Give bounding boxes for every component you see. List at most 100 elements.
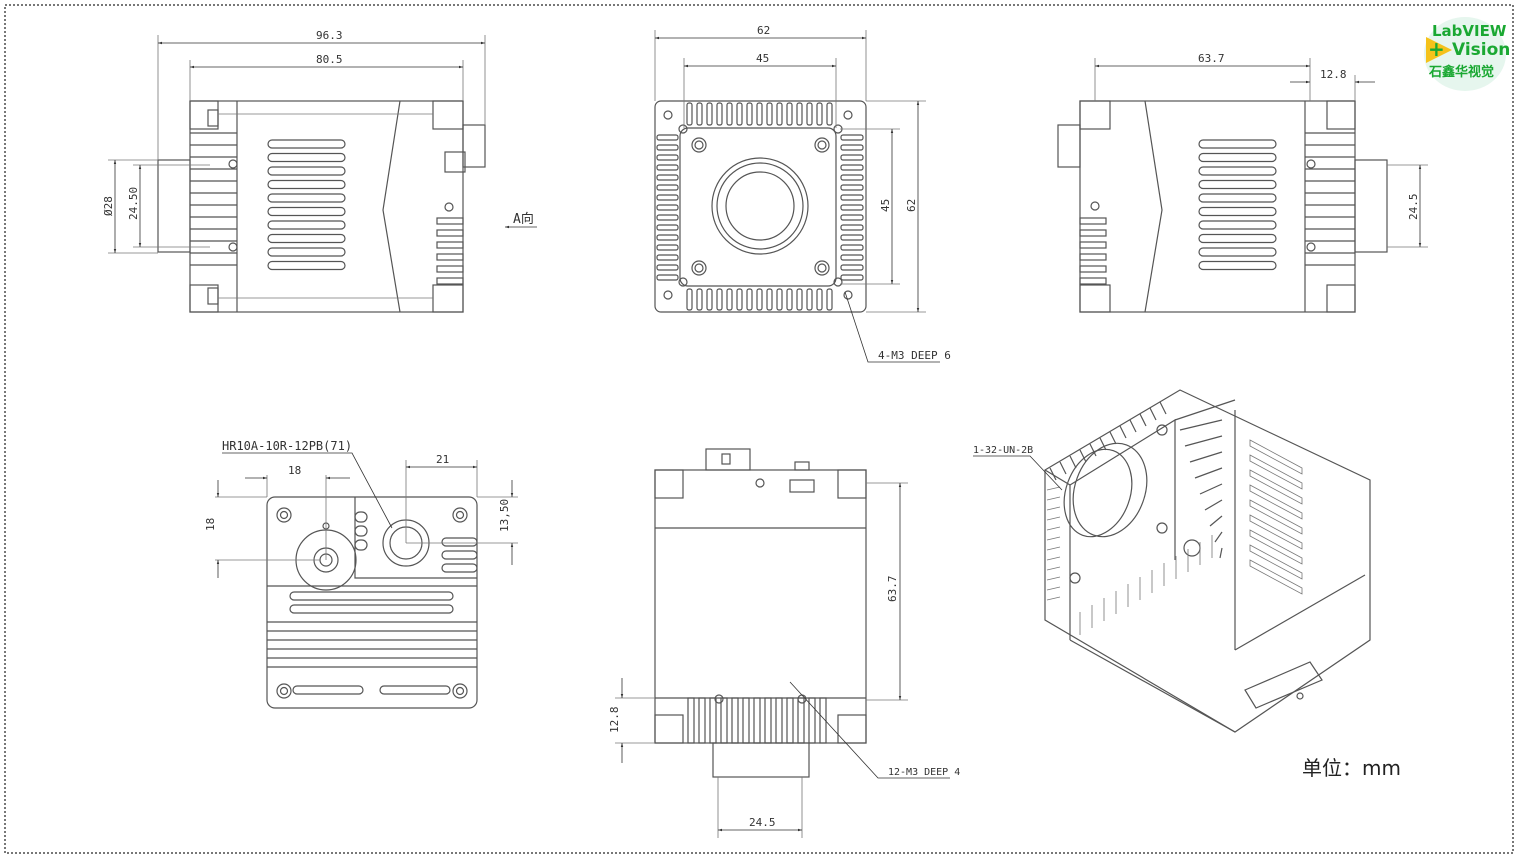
heatsink-fin — [1049, 467, 1057, 481]
heatsink-fin — [808, 697, 816, 744]
dim-21: 21 — [436, 453, 449, 466]
dim-18-v: 18 — [204, 518, 217, 531]
heatsink-fin — [436, 253, 464, 261]
vent-slot — [267, 260, 346, 271]
connector-label: HR10A-10R-12PB(71) — [222, 439, 352, 453]
heatsink-fin — [1199, 483, 1223, 495]
heatsink-fin — [1046, 566, 1061, 571]
mount-hole — [663, 290, 673, 300]
dim-18-h: 18 — [288, 464, 301, 477]
heatsink-fin — [840, 144, 864, 151]
vent-slot — [441, 537, 478, 547]
mount-hole — [279, 510, 289, 520]
heatsink-fin — [840, 264, 864, 271]
heatsink-fin — [716, 102, 723, 126]
heatsink-fin — [436, 241, 464, 249]
logo-plus-icon: + — [1428, 37, 1445, 61]
heatsink-fin — [766, 102, 773, 126]
heatsink-fin — [1079, 449, 1087, 463]
heatsink-fin — [746, 102, 753, 126]
heatsink-fin — [840, 174, 864, 181]
heatsink-fin — [840, 214, 864, 221]
vent-slot — [289, 591, 454, 601]
vent-slot — [267, 139, 346, 149]
dim-62-height: 62 — [905, 199, 918, 212]
heatsink-fin — [656, 174, 679, 181]
heatsink-fin — [826, 102, 833, 126]
dim-24-5-top: 24.5 — [749, 816, 776, 829]
vent-slot — [267, 247, 346, 257]
heatsink-fin — [786, 288, 793, 311]
callout-12-m3: 12-M3 DEEP 4 — [888, 767, 960, 778]
heatsink-fin — [806, 102, 813, 126]
heatsink-fin — [840, 254, 864, 261]
vent-slot — [1198, 193, 1277, 203]
dim-62-width: 62 — [757, 24, 770, 37]
heatsink-fin — [656, 204, 679, 211]
heatsink-fin — [840, 274, 864, 281]
vent-slot — [267, 206, 346, 217]
heatsink-fin — [1046, 516, 1061, 521]
logo-line2: Vision — [1452, 40, 1511, 60]
top-view: 63.7 12.8 24.5 12-M3 DEEP 4 — [608, 448, 960, 838]
dim-80-5: 80.5 — [316, 53, 343, 66]
heatsink-fin — [1046, 576, 1061, 581]
heatsink-fin — [816, 102, 823, 126]
heatsink-fin — [1184, 435, 1223, 447]
heatsink-fin — [716, 288, 723, 311]
side-view-right: 63.7 12.8 24.5 — [1057, 52, 1428, 313]
heatsink-fin — [840, 224, 864, 231]
direction-a-label: A向 — [513, 211, 534, 227]
vent-slot — [354, 539, 368, 551]
heatsink-fin — [436, 229, 464, 237]
heatsink-fin — [656, 144, 679, 151]
heatsink-fin — [1219, 547, 1223, 559]
mount-hole — [833, 277, 843, 287]
heatsink-fin — [1046, 486, 1061, 491]
heatsink-fin — [1046, 556, 1061, 561]
heatsink-fin — [1099, 437, 1107, 451]
heatsink-fin — [1209, 515, 1223, 527]
mount-hole — [691, 137, 707, 153]
dim-24-50: 24.50 — [127, 187, 140, 220]
heatsink-fin — [1194, 467, 1223, 479]
dim-63-7-side: 63.7 — [1198, 52, 1225, 65]
heatsink-fin — [796, 288, 803, 311]
vent-slot — [1198, 166, 1277, 176]
heatsink-fin — [1079, 253, 1107, 261]
heatsink-fin — [1046, 536, 1061, 541]
heatsink-fin — [656, 214, 679, 221]
vent-slot — [1249, 469, 1303, 505]
heatsink-fin — [766, 288, 773, 311]
heatsink-fin — [840, 204, 864, 211]
vent-slot — [1198, 233, 1277, 244]
heatsink-fin — [656, 154, 679, 161]
logo-line1: LabVIEW — [1432, 22, 1507, 40]
heatsink-fin — [709, 697, 717, 744]
heatsink-fin — [656, 274, 679, 281]
vent-slot — [1249, 544, 1303, 580]
heatsink-fin — [1159, 401, 1167, 415]
heatsink-fin — [742, 697, 750, 744]
heatsink-fin — [696, 288, 703, 311]
heatsink-fin — [776, 102, 783, 126]
vent-slot — [1249, 559, 1303, 595]
vent-slot — [267, 233, 346, 244]
vent-slot — [1198, 179, 1277, 190]
heatsink-fin — [706, 102, 713, 126]
heatsink-fin — [840, 154, 864, 161]
heatsink-fin — [1046, 546, 1061, 551]
heatsink-fin — [1079, 241, 1107, 249]
heatsink-fin — [1129, 419, 1137, 433]
heatsink-fin — [686, 102, 693, 126]
vent-slot — [379, 685, 451, 695]
heatsink-fin — [698, 697, 706, 744]
heatsink-fin — [797, 697, 805, 744]
heatsink-fin — [806, 288, 813, 311]
vent-slot — [267, 179, 346, 190]
heatsink-fin — [1189, 451, 1223, 463]
labview-vision-logo: + LabVIEW Vision 石鑫华视觉 — [1424, 17, 1510, 91]
mount-hole — [814, 137, 830, 153]
mount-hole — [691, 260, 707, 276]
